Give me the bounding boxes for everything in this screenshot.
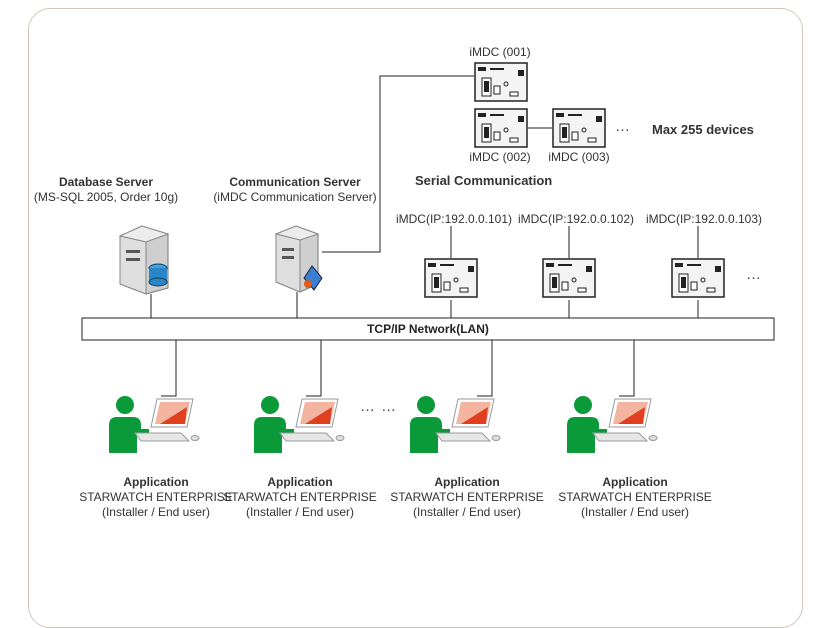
imdc-002-device-icon[interactable] (474, 108, 528, 148)
client-3-workstation-icon[interactable] (406, 393, 502, 457)
client-1-workstation-icon[interactable] (105, 393, 201, 457)
client-ellipsis: … … (360, 398, 398, 415)
imdc-003-device-icon[interactable] (552, 108, 606, 148)
imdc-ip-102-label: iMDC(IP:192.0.0.102) (517, 212, 635, 226)
client-2-product: STARWATCH ENTERPRISE (223, 490, 377, 504)
client-3-role: (Installer / End user) (412, 505, 522, 519)
database-server-subtitle: (MS-SQL 2005, Order 10g) (33, 190, 179, 204)
client-2-workstation-icon[interactable] (250, 393, 346, 457)
max-devices-label: Max 255 devices (652, 122, 754, 137)
imdc-001-label: iMDC (001) (469, 45, 531, 59)
database-server-icon[interactable] (112, 222, 182, 296)
client-3-title: Application (434, 475, 500, 489)
client-4-role: (Installer / End user) (580, 505, 690, 519)
imdc-ip-103-label: iMDC(IP:192.0.0.103) (645, 212, 763, 226)
serial-ellipsis: … (615, 118, 631, 135)
imdc-ip-103-device-icon[interactable] (671, 258, 725, 298)
imdc-002-label: iMDC (002) (469, 150, 531, 164)
client-3-product: STARWATCH ENTERPRISE (390, 490, 544, 504)
communication-server-icon[interactable] (270, 222, 330, 294)
imdc-ip-101-label: iMDC(IP:192.0.0.101) (395, 212, 513, 226)
client-1-role: (Installer / End user) (101, 505, 211, 519)
client-2-role: (Installer / End user) (245, 505, 355, 519)
database-server-title: Database Server (58, 175, 154, 189)
client-2-title: Application (267, 475, 333, 489)
imdc-ip-102-device-icon[interactable] (542, 258, 596, 298)
tcp-ip-network-label: TCP/IP Network(LAN) (367, 322, 489, 336)
imdc-003-label: iMDC (003) (548, 150, 610, 164)
client-4-product: STARWATCH ENTERPRISE (558, 490, 712, 504)
imdc-ip-101-device-icon[interactable] (424, 258, 478, 298)
imdc-001-device-icon[interactable] (474, 62, 528, 102)
ip-ellipsis: … (746, 266, 762, 283)
client-4-title: Application (602, 475, 668, 489)
communication-server-title: Communication Server (229, 175, 361, 189)
client-1-title: Application (123, 475, 189, 489)
communication-server-subtitle: (iMDC Communication Server) (213, 190, 377, 204)
serial-communication-label: Serial Communication (415, 173, 553, 188)
network-wires (81, 75, 775, 397)
client-1-product: STARWATCH ENTERPRISE (79, 490, 233, 504)
client-4-workstation-icon[interactable] (563, 393, 659, 457)
